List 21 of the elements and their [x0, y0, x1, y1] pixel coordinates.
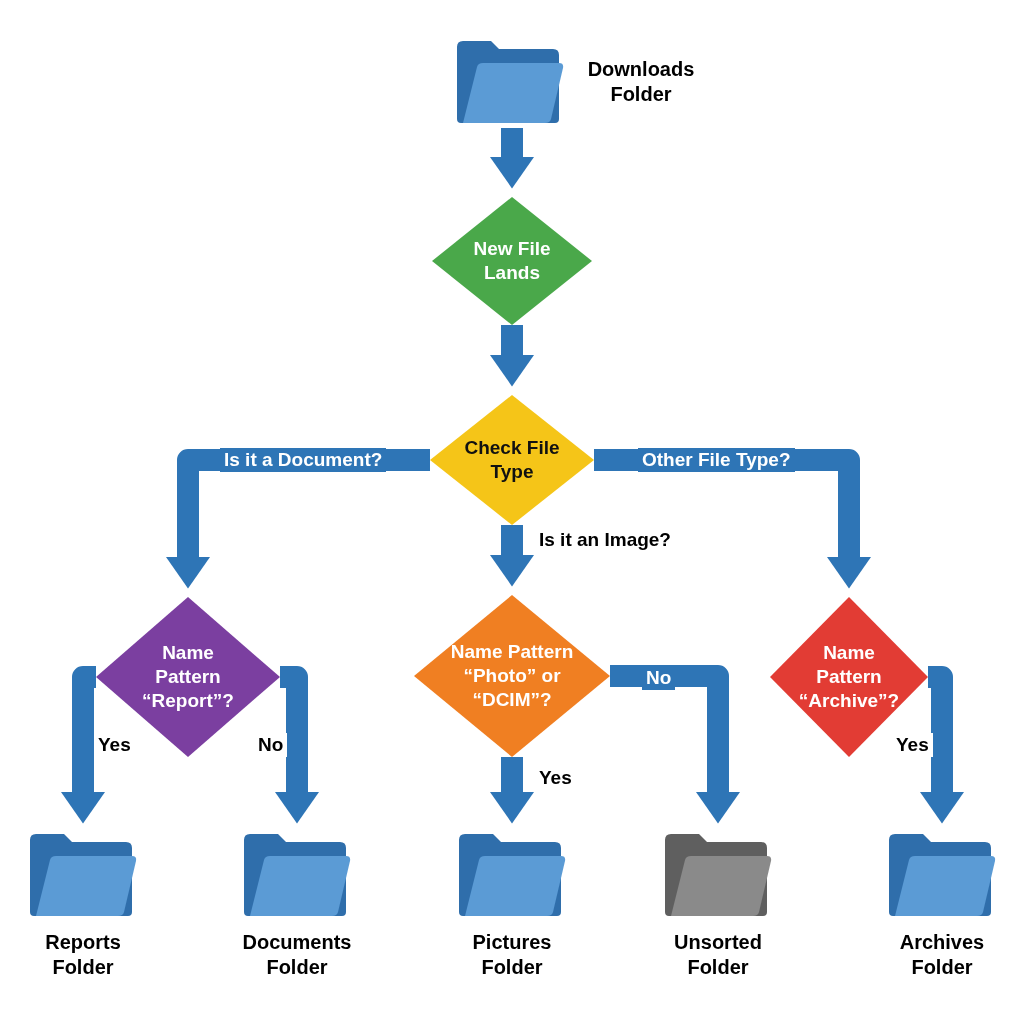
diamond-label: New File Lands [472, 237, 552, 285]
edge-label: Is it a Document? [220, 448, 387, 472]
edge-label: Other File Type? [638, 448, 795, 472]
diamond-label: Name Pattern “Archive”? [797, 641, 901, 713]
folder-label: Unsorted Folder [673, 930, 763, 980]
diamond-label: Check File Type [463, 436, 561, 484]
arrow [275, 666, 319, 824]
arrow [490, 128, 534, 189]
arrow [61, 666, 105, 824]
folder-label: Pictures Folder [471, 930, 553, 980]
diamond-label: Name Pattern “Report”? [141, 641, 235, 713]
folder-label: Documents Folder [241, 930, 353, 980]
arrow [610, 665, 740, 824]
arrow [920, 666, 964, 824]
arrow [490, 525, 534, 587]
arrow [490, 757, 534, 824]
diamond-label: Name Pattern “Photo” or “DCIM”? [449, 640, 575, 712]
folder-label: Archives Folder [898, 930, 986, 980]
arrow [490, 325, 534, 387]
folder-label: Reports Folder [44, 930, 122, 980]
folder-label: Downloads Folder [586, 57, 696, 107]
